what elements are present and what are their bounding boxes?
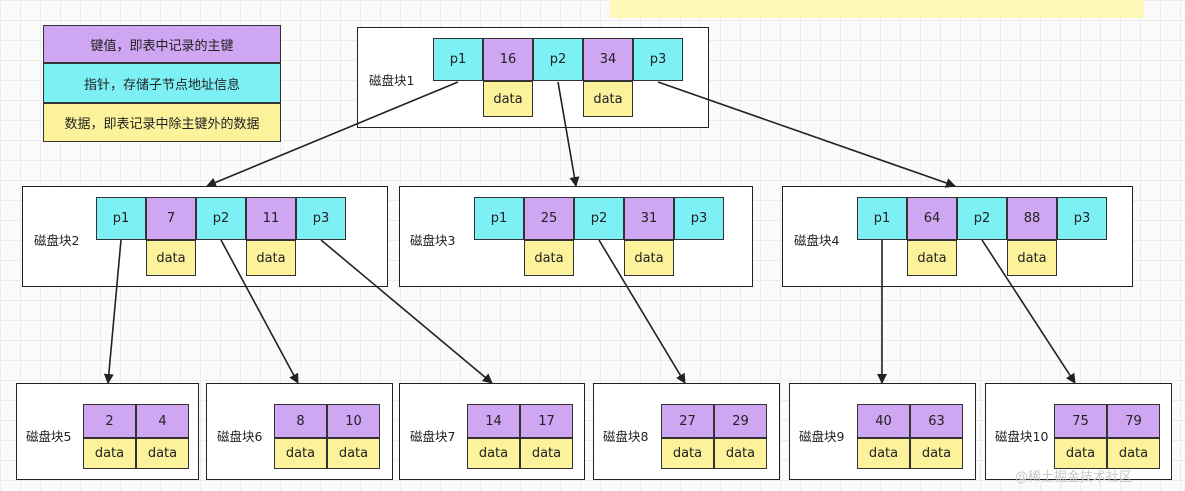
data-cell: data <box>520 438 573 469</box>
legend-key: 键值，即表中记录的主键 <box>43 25 281 63</box>
data-cell: data <box>1054 438 1107 469</box>
key-cell: 40 <box>857 404 910 438</box>
highlight-strip <box>610 0 1144 18</box>
key-cell: 34 <box>583 38 633 81</box>
pointer-cell: p3 <box>296 197 346 240</box>
pointer-cell: p2 <box>574 197 624 240</box>
key-cell: 2 <box>83 404 136 438</box>
data-cell: data <box>1107 438 1160 469</box>
disk-block-label: 磁盘块1 <box>369 73 415 88</box>
watermark: @稀土掘金技术社区 <box>1015 470 1133 485</box>
disk-block-label: 磁盘块5 <box>26 429 72 444</box>
key-cell: 88 <box>1007 197 1057 240</box>
pointer-cell: p1 <box>857 197 907 240</box>
data-cell: data <box>327 438 380 469</box>
pointer-cell: p2 <box>196 197 246 240</box>
key-cell: 14 <box>467 404 520 438</box>
data-cell: data <box>524 240 574 276</box>
data-cell: data <box>483 81 533 117</box>
disk-block-label: 磁盘块4 <box>794 233 840 248</box>
key-cell: 79 <box>1107 404 1160 438</box>
pointer-cell: p1 <box>96 197 146 240</box>
data-cell: data <box>624 240 674 276</box>
disk-block-label: 磁盘块9 <box>799 429 845 444</box>
key-cell: 31 <box>624 197 674 240</box>
key-cell: 8 <box>274 404 327 438</box>
data-cell: data <box>136 438 189 469</box>
data-cell: data <box>1007 240 1057 276</box>
disk-block-label: 磁盘块6 <box>217 429 263 444</box>
pointer-cell: p2 <box>957 197 1007 240</box>
disk-block-label: 磁盘块7 <box>410 429 456 444</box>
data-cell: data <box>907 240 957 276</box>
disk-block-label: 磁盘块10 <box>995 429 1049 444</box>
data-cell: data <box>246 240 296 276</box>
disk-block-label: 磁盘块3 <box>410 233 456 248</box>
key-cell: 11 <box>246 197 296 240</box>
disk-block-label: 磁盘块2 <box>34 233 80 248</box>
data-cell: data <box>714 438 767 469</box>
disk-block-label: 磁盘块8 <box>603 429 649 444</box>
key-cell: 63 <box>910 404 963 438</box>
pointer-cell: p3 <box>1057 197 1107 240</box>
data-cell: data <box>146 240 196 276</box>
pointer-cell: p2 <box>533 38 583 81</box>
key-cell: 4 <box>136 404 189 438</box>
key-cell: 75 <box>1054 404 1107 438</box>
pointer-cell: p3 <box>633 38 683 81</box>
data-cell: data <box>661 438 714 469</box>
data-cell: data <box>910 438 963 469</box>
pointer-cell: p1 <box>433 38 483 81</box>
key-cell: 17 <box>520 404 573 438</box>
data-cell: data <box>583 81 633 117</box>
key-cell: 7 <box>146 197 196 240</box>
pointer-cell: p1 <box>474 197 524 240</box>
key-cell: 16 <box>483 38 533 81</box>
pointer-cell: p3 <box>674 197 724 240</box>
legend-pointer: 指针，存储子节点地址信息 <box>43 63 281 103</box>
key-cell: 29 <box>714 404 767 438</box>
data-cell: data <box>467 438 520 469</box>
data-cell: data <box>83 438 136 469</box>
data-cell: data <box>274 438 327 469</box>
key-cell: 25 <box>524 197 574 240</box>
data-cell: data <box>857 438 910 469</box>
key-cell: 64 <box>907 197 957 240</box>
key-cell: 10 <box>327 404 380 438</box>
legend-data: 数据，即表记录中除主键外的数据 <box>43 103 281 142</box>
key-cell: 27 <box>661 404 714 438</box>
